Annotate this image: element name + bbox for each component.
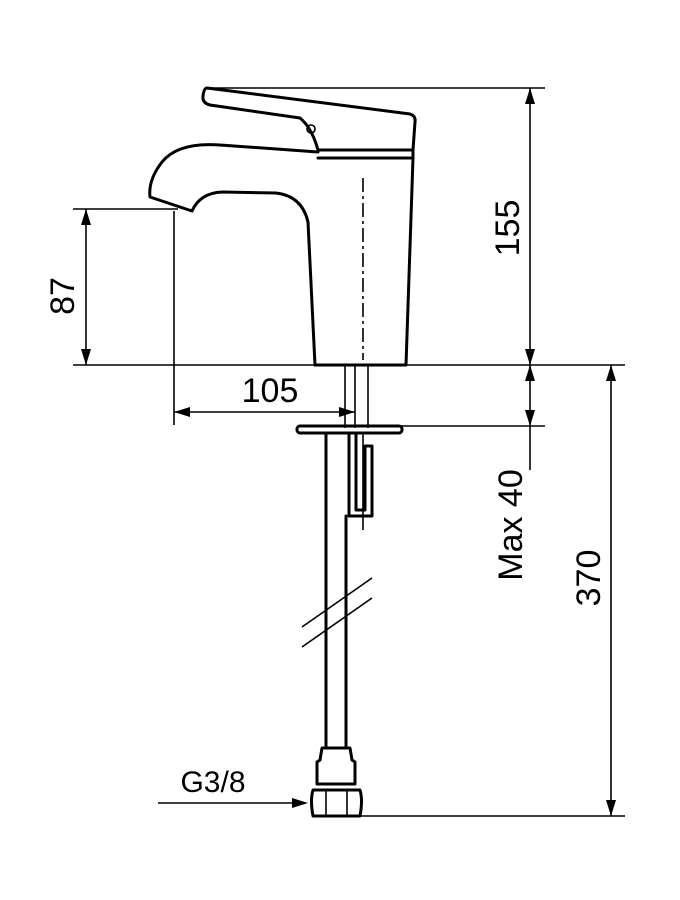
lever-pivot	[306, 124, 316, 134]
hose-nut	[310, 788, 363, 818]
mounting-assembly	[295, 365, 404, 530]
spout-outline	[148, 143, 415, 367]
dimension-lines	[73, 87, 625, 817]
spout-tip	[149, 196, 193, 212]
fixing-bracket	[347, 432, 374, 518]
mounting-washer	[295, 424, 404, 435]
thread-label: G3/8	[180, 766, 245, 799]
dim-label-370: 370	[570, 550, 608, 607]
flexible-hose	[301, 431, 373, 818]
dim-label-155: 155	[489, 200, 527, 257]
break-mark	[301, 597, 373, 648]
hose-ferrule	[315, 746, 357, 786]
dim-label-max-40: Max 40	[492, 469, 530, 581]
dim-label-105: 105	[242, 372, 299, 410]
break-mark	[301, 577, 373, 628]
body-top-cap	[316, 148, 415, 160]
dim-label-87: 87	[44, 277, 82, 315]
lever-handle	[201, 86, 417, 152]
faucet-body	[148, 86, 417, 367]
